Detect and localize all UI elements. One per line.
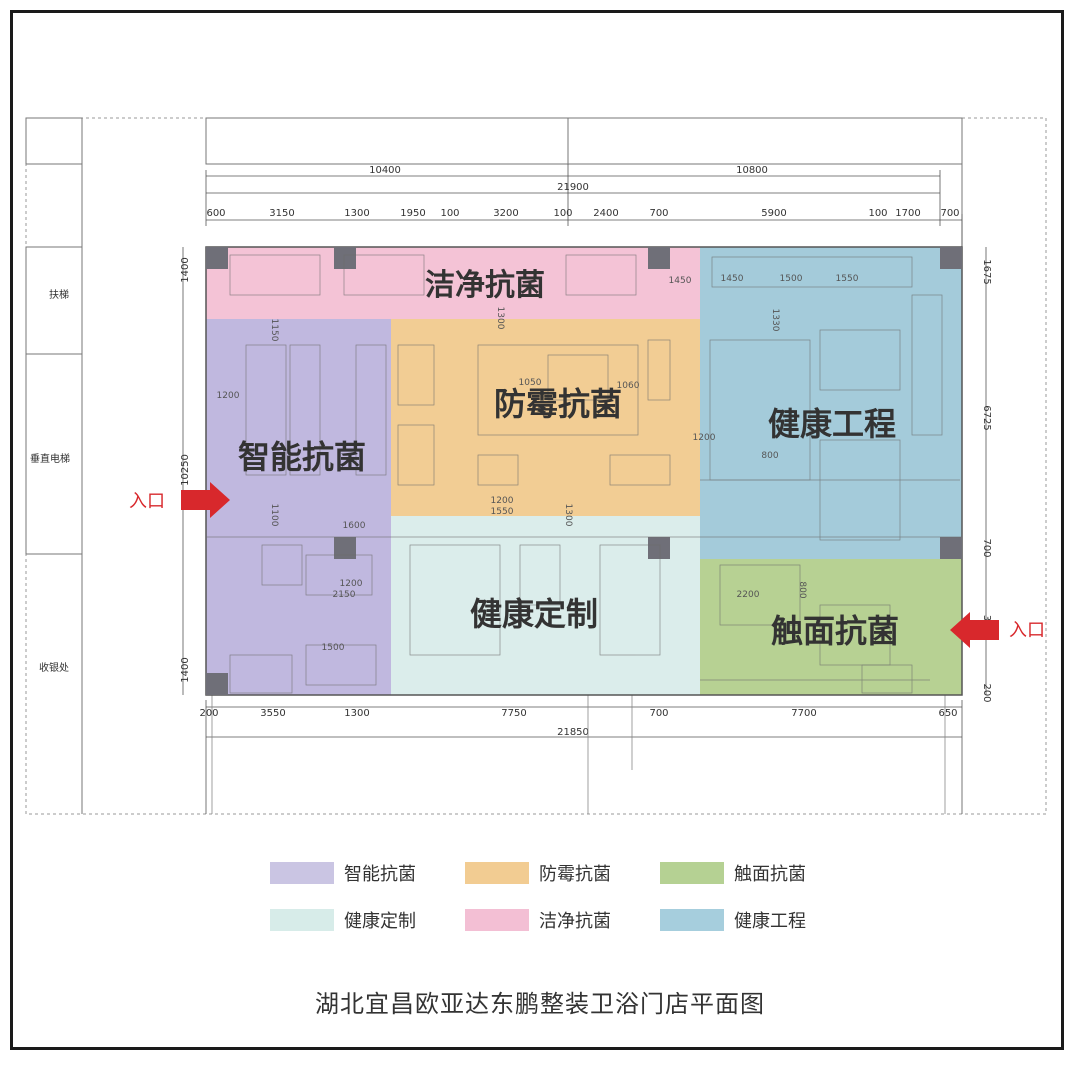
inner-dim-1200c: 1200 [693, 433, 716, 443]
inner-dim-1300: 1300 [495, 307, 505, 330]
dim-right-3: 3 [981, 615, 992, 621]
dim-top-1700: 1700 [895, 208, 920, 219]
dim-top-5900: 5900 [761, 208, 786, 219]
dim-top-700b: 700 [940, 208, 959, 219]
zone-health-eng [700, 247, 962, 559]
inner-dim-1600: 1600 [343, 521, 366, 531]
dim-top-700a: 700 [649, 208, 668, 219]
zone-smart [206, 319, 391, 695]
dim-bottom-3550: 3550 [260, 708, 285, 719]
legend: 智能抗菌 防霉抗菌 触面抗菌 健康定制 洁净抗菌 健康工程 [270, 858, 830, 938]
zone-label-clean: 洁净抗菌 [425, 268, 545, 303]
floor-plan: 扶梯 垂直电梯 收银处 10400 10800 21900 600 3150 1… [25, 117, 1047, 815]
inner-dim-1550b: 1550 [836, 274, 859, 284]
dim-top-10800: 10800 [736, 165, 768, 176]
dim-bottom-700: 700 [649, 708, 668, 719]
inner-dim-1150: 1150 [269, 319, 279, 342]
dim-bottom-21850: 21850 [557, 727, 589, 738]
legend-item-touch: 触面抗菌 [660, 860, 806, 886]
inner-dim-1450b: 1450 [721, 274, 744, 284]
legend-swatch [465, 909, 529, 931]
dim-top-3150: 3150 [269, 208, 294, 219]
zone-mold [391, 319, 700, 516]
inner-dim-800a: 800 [761, 451, 778, 461]
dim-top-100b: 100 [553, 208, 572, 219]
zone-label-health-eng: 健康工程 [768, 405, 896, 443]
inner-dim-1200b: 1200 [340, 579, 363, 589]
inner-dim-1500b: 1500 [780, 274, 803, 284]
side-label-escalator: 扶梯 [49, 288, 69, 301]
dim-right-1675: 1675 [981, 259, 992, 284]
dim-top-100c: 100 [868, 208, 887, 219]
legend-item-mold: 防霉抗菌 [465, 860, 611, 886]
legend-item-health-eng: 健康工程 [660, 907, 806, 933]
zone-label-custom: 健康定制 [470, 595, 598, 633]
entrance-right-label: 入口 [1009, 620, 1045, 641]
inner-dim-1200d: 1200 [491, 496, 514, 506]
inner-dim-1300b: 1300 [563, 504, 573, 527]
inner-dim-1550: 1550 [491, 507, 514, 517]
dim-top-1300: 1300 [344, 208, 369, 219]
legend-item-custom: 健康定制 [270, 907, 416, 933]
legend-item-clean: 洁净抗菌 [465, 907, 611, 933]
dim-bottom-650: 650 [938, 708, 957, 719]
zone-label-touch: 触面抗菌 [771, 612, 899, 650]
plan-caption: 湖北宜昌欧亚达东鹏整装卫浴门店平面图 [315, 990, 765, 1018]
dim-top-3200: 3200 [493, 208, 518, 219]
legend-swatch [660, 862, 724, 884]
inner-dim-1330: 1330 [770, 309, 780, 332]
side-label-elevator: 垂直电梯 [30, 452, 70, 465]
legend-label: 健康定制 [344, 911, 416, 932]
inner-dim-1100: 1100 [269, 504, 279, 527]
dim-top-2400: 2400 [593, 208, 618, 219]
arrow-right-icon [181, 482, 230, 518]
dim-bottom-1300: 1300 [344, 708, 369, 719]
entrance-left-label: 入口 [129, 491, 165, 512]
legend-item-smart: 智能抗菌 [270, 860, 416, 886]
inner-dim-1200a: 1200 [217, 391, 240, 401]
legend-label: 健康工程 [734, 911, 806, 932]
entrance-left: 入口 [129, 482, 230, 518]
inner-dim-1500: 1500 [322, 643, 345, 653]
inner-dim-1060: 1060 [617, 381, 640, 391]
legend-swatch [465, 862, 529, 884]
dim-top-21900: 21900 [557, 182, 589, 193]
dim-left-10250: 10250 [180, 454, 191, 486]
dim-top-600: 600 [206, 208, 225, 219]
inner-dim-2150: 2150 [333, 590, 356, 600]
zone-clean [206, 247, 700, 319]
legend-label: 智能抗菌 [344, 864, 416, 885]
legend-swatch [270, 862, 334, 884]
zone-touch [700, 559, 962, 695]
dim-bottom-200: 200 [199, 708, 218, 719]
dim-top-1950: 1950 [400, 208, 425, 219]
legend-label: 防霉抗菌 [539, 864, 611, 885]
dim-right-6725: 6725 [981, 405, 992, 430]
inner-dim-800b: 800 [797, 581, 807, 598]
side-label-cashier: 收银处 [39, 661, 69, 674]
inner-dim-2200: 2200 [737, 590, 760, 600]
inner-dim-1050: 1050 [519, 378, 542, 388]
zone-label-smart: 智能抗菌 [238, 438, 366, 476]
legend-swatch [660, 909, 724, 931]
dim-top-100a: 100 [440, 208, 459, 219]
dim-top-10400: 10400 [369, 165, 401, 176]
arrow-left-icon [950, 612, 999, 648]
zone-label-mold: 防霉抗菌 [494, 385, 622, 423]
dim-bottom-7750: 7750 [501, 708, 526, 719]
dim-right-200: 200 [981, 683, 992, 702]
dim-bottom-7700: 7700 [791, 708, 816, 719]
legend-label: 洁净抗菌 [539, 911, 611, 932]
dim-right-700: 700 [981, 538, 992, 557]
outer-frame [10, 10, 1064, 1050]
dim-left-1400a: 1400 [180, 257, 191, 282]
dim-left-1400b: 1400 [180, 657, 191, 682]
legend-swatch [270, 909, 334, 931]
entrance-right: 入口 [950, 612, 1045, 648]
legend-label: 触面抗菌 [734, 864, 806, 885]
inner-dim-1450a: 1450 [669, 276, 692, 286]
